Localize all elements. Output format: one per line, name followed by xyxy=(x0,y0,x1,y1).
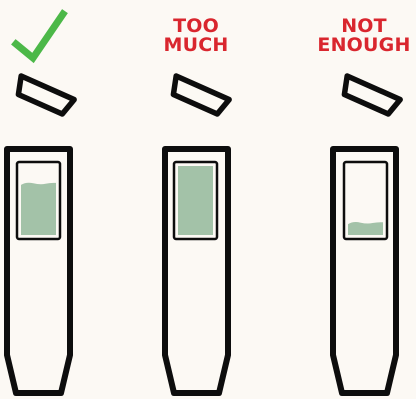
tube-body xyxy=(162,146,231,396)
liquid-fill xyxy=(21,182,56,235)
tube-body xyxy=(4,146,73,396)
tube-cap xyxy=(170,73,232,117)
liquid-fill xyxy=(348,222,383,235)
tube-drawing-correct xyxy=(4,9,77,396)
heading-too-much: TOO MUCH xyxy=(136,17,256,55)
tube-body xyxy=(330,146,399,396)
tube-window xyxy=(15,160,62,241)
heading-line: NOT xyxy=(341,15,387,37)
tube-drawing-too-much xyxy=(162,73,232,396)
tube-cap xyxy=(341,73,403,117)
heading-line: MUCH xyxy=(163,34,229,56)
tube-drawing-not-enough xyxy=(330,73,403,396)
heading-line: TOO xyxy=(173,15,219,37)
tube-window xyxy=(342,160,389,241)
heading-line: ENOUGH xyxy=(317,34,411,56)
check-icon xyxy=(11,9,68,64)
heading-not-enough: NOT ENOUGH xyxy=(304,17,416,55)
tube-cap xyxy=(15,73,77,117)
liquid-fill xyxy=(178,166,213,235)
tube-panel-too-much: TOO MUCH xyxy=(136,0,256,399)
tube-panel-correct xyxy=(0,0,117,399)
tube-window xyxy=(172,160,219,241)
tube-panel-not-enough: NOT ENOUGH xyxy=(304,0,416,399)
